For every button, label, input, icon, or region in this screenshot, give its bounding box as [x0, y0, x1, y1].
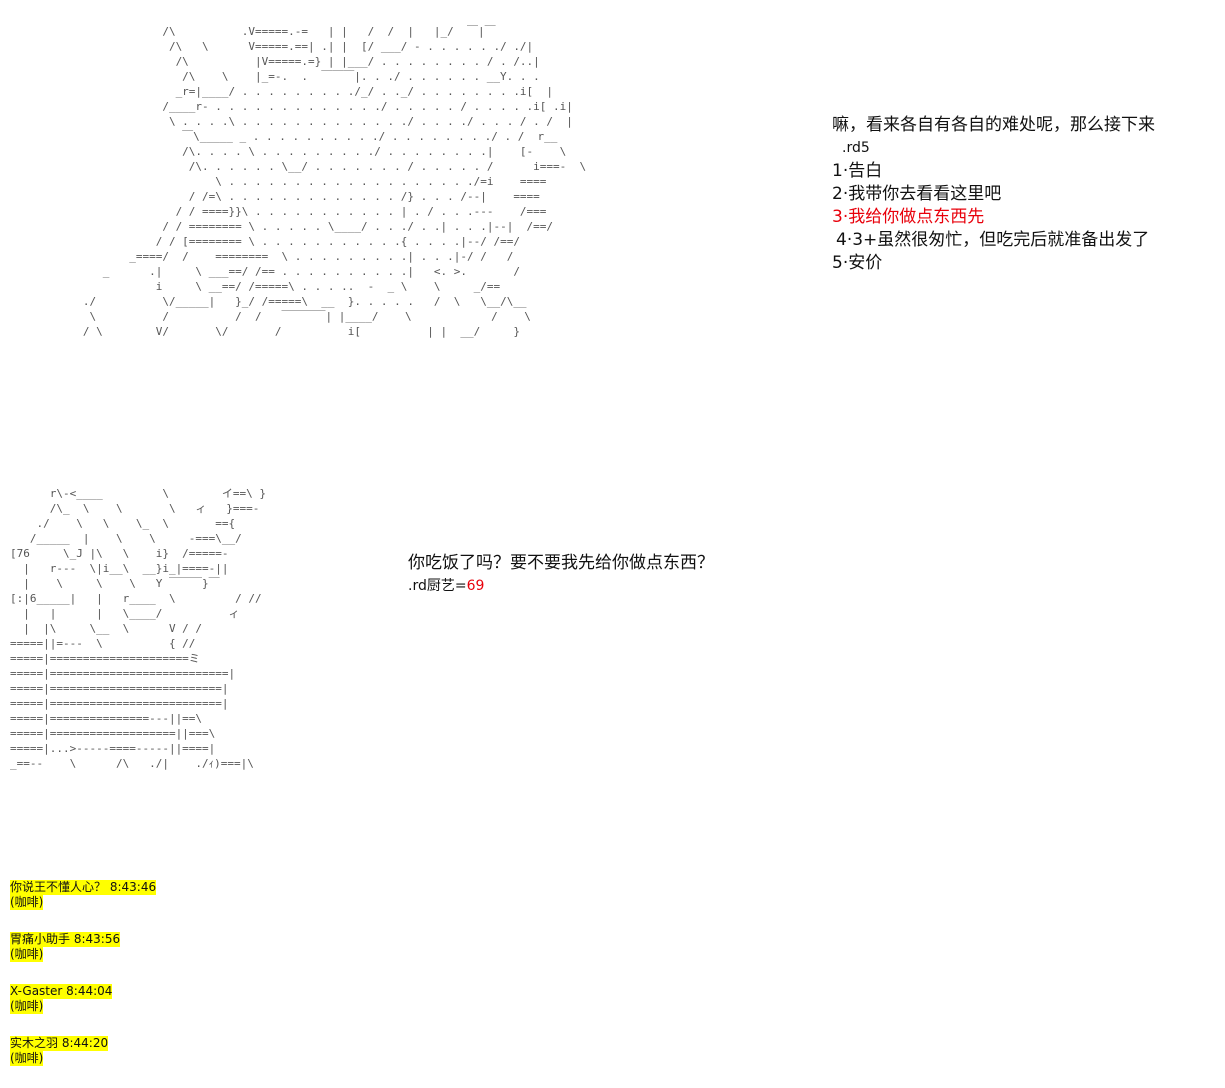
- comment: X-Gaster 8:44:04 (咖啡): [10, 984, 156, 1014]
- comment-text: (咖啡): [10, 999, 44, 1014]
- comment-time: 8:43:46: [109, 880, 157, 894]
- comment-time: 8:44:20: [61, 1036, 109, 1050]
- comment-time: 8:43:56: [73, 932, 121, 946]
- dice-roll: .rd5: [842, 140, 870, 156]
- comment-header: 你说王不懂人心？ 8:43:46: [10, 880, 157, 895]
- comment-text: (咖啡): [10, 1051, 44, 1066]
- option-2: 2·我带你去看看这里吧: [832, 184, 1002, 204]
- ascii-art-top: /\ .V=====.-= | | / / | |_/ ￣|￣ /\ \ V==…: [82, 25, 587, 338]
- comment-text: (咖啡): [10, 895, 44, 910]
- comment: 你说王不懂人心？ 8:43:46 (咖啡): [10, 880, 157, 910]
- comment-author: 你说王不懂人心？: [10, 880, 107, 894]
- dialog-bottom: 你吃饭了吗？要不要我先给你做点东西？ .rd厨艺=69: [408, 552, 714, 598]
- comment-author: 实木之羽: [10, 1036, 59, 1050]
- comment: 实木之羽 8:44:20 (咖啡): [10, 1036, 156, 1066]
- comment-text: (咖啡): [10, 947, 44, 962]
- comment-author: X-Gaster: [10, 984, 63, 998]
- cooking-roll-value: 69: [466, 578, 485, 594]
- comment-header: X-Gaster 8:44:04: [10, 984, 113, 999]
- comment-header: 胃痛小助手 8:43:56: [10, 932, 121, 947]
- option-5: 5·安价: [832, 253, 883, 273]
- option-3-selected: 3·我给你做点东西先: [832, 207, 985, 227]
- option-4: 4·3+虽然很匆忙，但吃完后就准备出发了: [836, 230, 1150, 250]
- dialog-line: 你吃饭了吗？要不要我先给你做点东西？: [408, 553, 714, 573]
- ascii-art-bottom: r\-<____ \ イ==\ } /\_ \ \ \ ィ }===- ./ \…: [10, 487, 267, 770]
- dialog-intro: 嘛，看来各自有各自的难处呢，那么接下来: [832, 115, 1155, 135]
- option-1: 1·告白: [832, 161, 883, 181]
- dialog-top: 嘛，看来各自有各自的难处呢，那么接下来 .rd5 1·告白 2·我带你去看看这里…: [832, 114, 1155, 275]
- comment-list: 你说王不懂人心？ 8:43:46 (咖啡) 胃痛小助手 8:43:56 (咖啡)…: [10, 880, 157, 1088]
- comment-header: 实木之羽 8:44:20: [10, 1036, 109, 1051]
- comment-author: 胃痛小助手: [10, 932, 71, 946]
- cooking-roll-label: .rd厨艺=: [408, 578, 467, 594]
- cooking-roll: .rd厨艺=69: [408, 575, 714, 598]
- comment-time: 8:44:04: [66, 984, 113, 998]
- comment: 胃痛小助手 8:43:56 (咖啡): [10, 932, 156, 962]
